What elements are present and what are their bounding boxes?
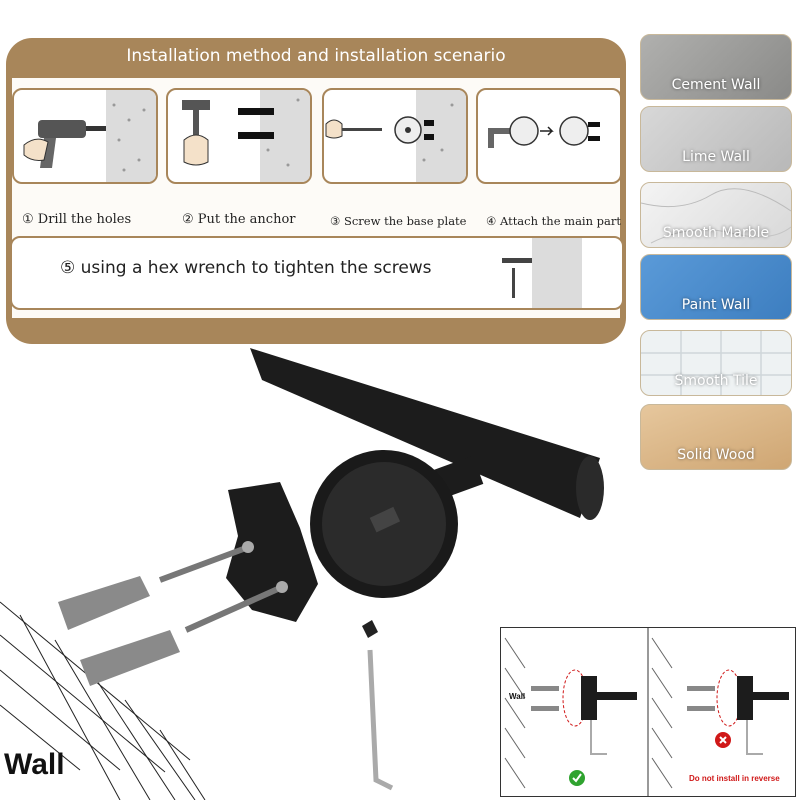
screwdriver-icon xyxy=(325,90,466,182)
step-3-caption: ③ Screw the base plate xyxy=(330,214,467,228)
swatch-paint-wall: Paint Wall xyxy=(640,254,792,320)
incorrect-mount xyxy=(687,669,789,755)
wall-anchor xyxy=(80,630,180,686)
installation-title: Installation method and installation sce… xyxy=(126,46,506,66)
swatch-label: Paint Wall xyxy=(681,297,751,313)
hex-wrench xyxy=(367,649,394,791)
step-2-caption: ② Put the anchor xyxy=(182,212,296,227)
step-5-caption: ⑤ using a hex wrench to tighten the scre… xyxy=(60,258,432,278)
set-screw xyxy=(362,620,378,638)
step-4-caption: ④ Attach the main part xyxy=(486,214,621,228)
inset-diagram xyxy=(504,628,789,796)
wall-label: Wall xyxy=(4,748,65,781)
inset-wall-label: Wall xyxy=(509,692,526,701)
step-anchor xyxy=(166,88,312,184)
product-illustration xyxy=(0,348,604,800)
hammer-icon xyxy=(182,90,310,182)
orientation-inset: Wall Do not install in reverse xyxy=(500,627,796,797)
x-circle-icon xyxy=(715,732,731,748)
swatch-label: Smooth Marble xyxy=(662,225,770,241)
hex-wrench-icon xyxy=(502,238,582,308)
swatch-label: Lime Wall xyxy=(682,149,750,165)
swatch-lime-wall: Lime Wall xyxy=(640,106,792,172)
step-hex-wrench: ⑤ using a hex wrench to tighten the scre… xyxy=(10,236,624,310)
step-drill xyxy=(12,88,158,184)
correct-mount xyxy=(531,669,637,755)
swatch-solid-wood: Solid Wood xyxy=(640,404,792,470)
screw xyxy=(184,581,288,633)
towel-bar-parts-icon xyxy=(488,116,600,148)
step-base-plate xyxy=(322,88,468,184)
marble-texture xyxy=(641,188,791,244)
wall-anchor xyxy=(58,576,150,630)
swatch-cement-wall: Cement Wall xyxy=(640,34,792,100)
swatch-label: Solid Wood xyxy=(677,447,755,463)
towel-bar xyxy=(250,348,600,518)
swatch-label: Cement Wall xyxy=(671,77,761,93)
step-main-part xyxy=(476,88,622,184)
step-1-caption: ① Drill the holes xyxy=(22,212,132,227)
swatch-label: Smooth Tile xyxy=(674,373,758,389)
mounting-plate xyxy=(226,482,318,622)
check-circle-icon xyxy=(569,770,585,786)
tile-texture xyxy=(641,331,791,395)
reverse-warning: Do not install in reverse xyxy=(689,774,780,783)
swatch-smooth-tile: Smooth Tile xyxy=(640,330,792,396)
swatch-smooth-marble: Smooth Marble xyxy=(640,182,792,248)
screw xyxy=(158,541,254,583)
drill-icon xyxy=(23,90,156,182)
wall-hatch xyxy=(0,601,206,800)
